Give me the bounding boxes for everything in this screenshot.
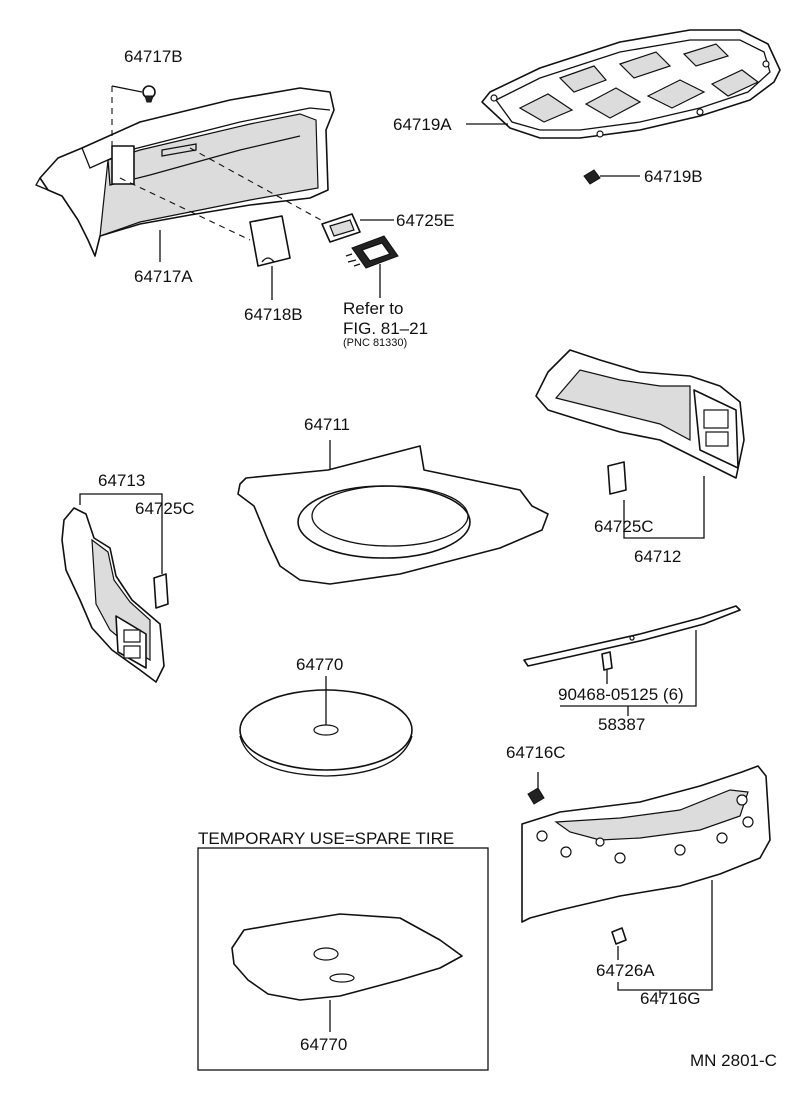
label-64770-top: 64770 (296, 655, 343, 674)
leader-dashed-64725E (189, 147, 331, 226)
temporary-spare-cover-64770 (231, 913, 463, 1001)
label-64770-bottom: 64770 (300, 1035, 347, 1054)
bracket-58387 (523, 605, 741, 667)
label-64717B: 64717B (124, 47, 183, 66)
rear-panel-64716G (521, 765, 771, 923)
label-64725E: 64725E (396, 211, 455, 230)
leader-64712 (623, 476, 705, 539)
label-64725C-right: 64725C (594, 517, 654, 536)
switch-fig81-21 (345, 235, 399, 269)
leader-58387 (560, 630, 697, 707)
trunk-floor-mat-64711 (237, 445, 549, 585)
trunk-side-trim-64717A (35, 87, 335, 257)
clip-64725C-right (607, 461, 627, 495)
label-64717A: 64717A (134, 267, 193, 286)
leader-dashed-64718B (119, 177, 251, 241)
label-64725C-left: 64725C (135, 499, 195, 518)
label-64718B: 64718B (244, 305, 303, 324)
label-64716C: 64716C (506, 743, 566, 762)
clip-64716C (527, 787, 545, 805)
label-64726A: 64726A (596, 961, 655, 980)
clip-64717B (142, 85, 156, 103)
cover-64718B (249, 215, 291, 267)
figure-code: MN 2801-C (690, 1051, 777, 1070)
bezel-64725E (321, 213, 361, 243)
label-58387: 58387 (598, 715, 645, 734)
clip-64725C-left (153, 573, 169, 609)
refer-line1: Refer to (343, 299, 403, 318)
screw-90468 (601, 651, 613, 671)
leader-64716G (617, 880, 713, 991)
label-64719A: 64719A (393, 115, 452, 134)
left-side-trim-64713 (61, 507, 165, 683)
label-64713: 64713 (98, 471, 145, 490)
clip-64726A (611, 927, 627, 945)
label-64716G: 64716G (640, 989, 701, 1008)
label-64712: 64712 (634, 547, 681, 566)
right-side-trim-64712 (535, 349, 745, 479)
inset-box (197, 847, 489, 1071)
refer-line3: (PNC 81330) (343, 337, 407, 349)
refer-line2: FIG. 81–21 (343, 319, 428, 338)
inset-title: TEMPORARY USE=SPARE TIRE (198, 829, 454, 848)
label-90468: 90468-05125 (6) (558, 685, 684, 704)
leader-64717B (111, 85, 143, 93)
clip-64719B (583, 169, 601, 185)
leader-64713 (79, 493, 163, 574)
trunk-lid-liner-64719A (481, 29, 781, 139)
label-64711: 64711 (304, 415, 350, 434)
spare-tire-cover-64770 (239, 689, 413, 777)
label-64719B: 64719B (644, 167, 703, 186)
